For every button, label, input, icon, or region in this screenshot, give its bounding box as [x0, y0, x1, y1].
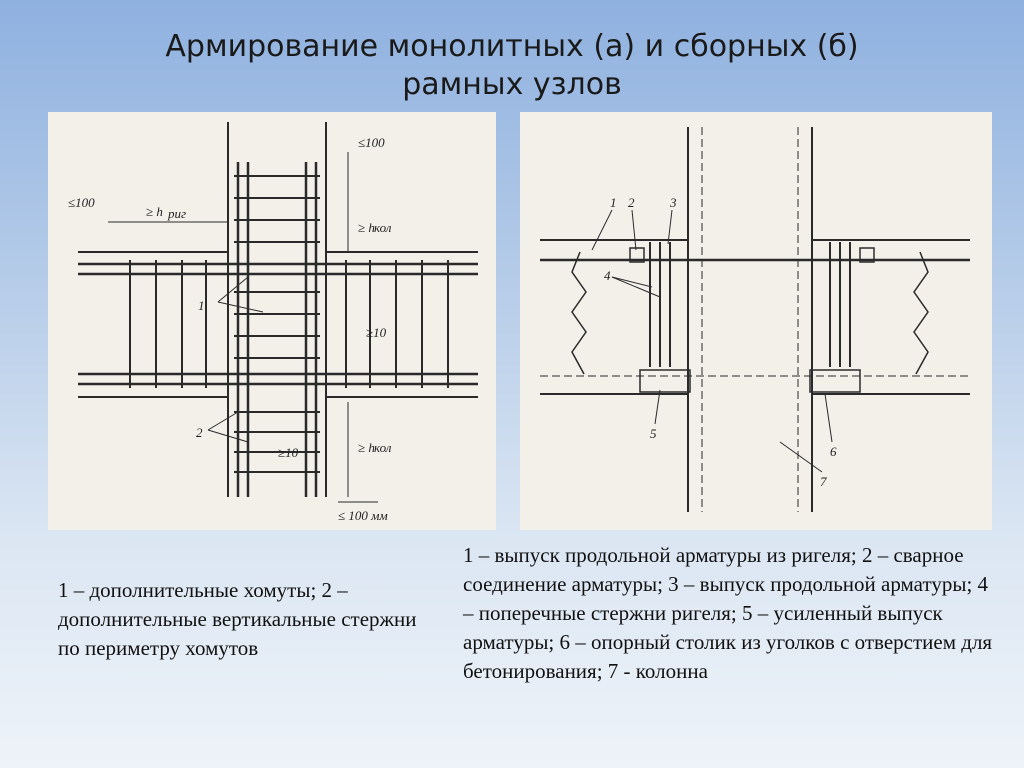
dim-column-depth-top: ≥ h — [358, 220, 375, 235]
dim-tie-spacing-lower: ≥10 — [278, 445, 299, 460]
callout-2: 2 — [628, 195, 635, 210]
caption-precast-joint: 1 – выпуск продольной арматуры из ригеля… — [463, 543, 993, 683]
dim-tie-spacing: ≥10 — [366, 325, 387, 340]
dim-column-depth-top-subscript: кол — [374, 220, 392, 235]
caption-monolithic-joint: 1 – дополнительные хомуты; 2 – дополните… — [58, 578, 417, 660]
callout-3: 3 — [669, 195, 677, 210]
dim-column-depth-bottom: ≥ h — [358, 440, 375, 455]
callout-6: 6 — [830, 444, 837, 459]
callout-1: 1 — [198, 298, 205, 313]
slide-title: Армирование монолитных (а) и сборных (б)… — [0, 28, 1024, 104]
dim-column-limit: ≤100 — [358, 135, 385, 150]
figure-monolithic-joint: 1 2 ≤100 ≥ h pиг ≤100 ≥ h кол ≥10 ≥10 ≥ … — [48, 112, 496, 530]
figure-precast-joint: 1 2 3 4 5 6 7 — [520, 112, 992, 530]
callout-7: 7 — [820, 474, 827, 489]
callout-4: 4 — [604, 268, 611, 283]
monolithic-joint-drawing: 1 2 ≤100 ≥ h pиг ≤100 ≥ h кол ≥10 ≥10 ≥ … — [68, 122, 478, 523]
precast-joint-drawing: 1 2 3 4 5 6 7 — [540, 127, 970, 512]
dim-beam-depth: ≥ h — [146, 204, 163, 219]
dim-beam-depth-subscript: pиг — [167, 206, 186, 221]
callout-1: 1 — [610, 195, 617, 210]
slide-title-line-2: рамных узлов — [402, 67, 622, 102]
dim-beam-limit: ≤100 — [68, 195, 95, 210]
callout-2: 2 — [196, 425, 203, 440]
dim-column-depth-bottom-subscript: кол — [374, 440, 392, 455]
slide-title-line-1: Армирование монолитных (а) и сборных (б) — [165, 29, 859, 64]
dim-bottom-limit: ≤ 100 мм — [338, 508, 388, 523]
callout-5: 5 — [650, 426, 657, 441]
